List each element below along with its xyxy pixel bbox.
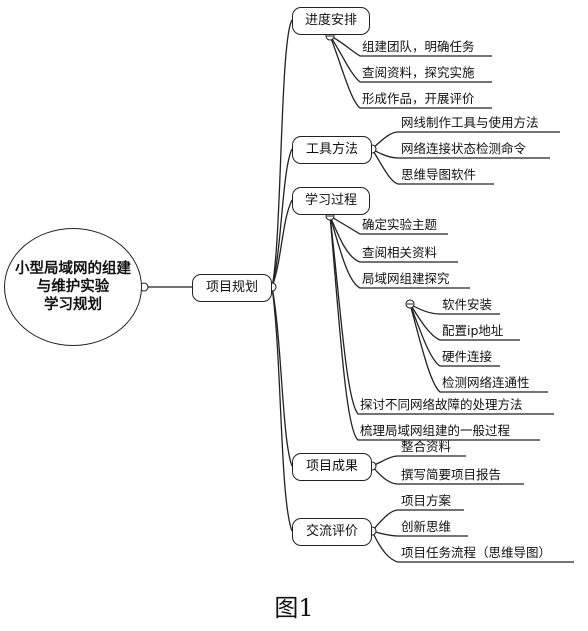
branch-node-progress[interactable]: 进度安排 [292, 7, 370, 35]
root-line: 学习规划 [44, 297, 102, 313]
connector-hub-review [271, 286, 293, 532]
leaf-node[interactable]: 项目任务流程（思维导图） [401, 545, 552, 560]
connector-hub-tools [271, 148, 293, 288]
branch-node-learning[interactable]: 学习过程 [292, 187, 370, 215]
leaf-node[interactable]: 探讨不同网络故障的处理方法 [360, 397, 523, 412]
sub-leaf-node[interactable]: 硬件连接 [442, 349, 493, 364]
root-node[interactable]: 小型局域网的组建 与维护实验 学习规划 [4, 228, 142, 346]
connector-hub-progress [271, 19, 293, 288]
leaf-node[interactable]: 梳理局域网组建的一般过程 [360, 423, 511, 438]
connector-hub-results [271, 286, 293, 467]
leaf-node[interactable]: 查阅资料，探究实施 [362, 65, 475, 80]
branch-node-review[interactable]: 交流评价 [292, 518, 372, 546]
leaf-node[interactable]: 网线制作工具与使用方法 [401, 115, 539, 130]
sub-leaf-node[interactable]: 软件安装 [442, 297, 493, 312]
leaf-node[interactable]: 思维导图软件 [401, 167, 477, 182]
branch-node-tools[interactable]: 工具方法 [292, 136, 372, 164]
branch-node-results[interactable]: 项目成果 [292, 453, 372, 481]
leaf-node[interactable]: 创新思维 [401, 519, 452, 534]
leaf-node[interactable]: 组建团队，明确任务 [362, 39, 475, 54]
root-line: 小型局域网的组建 [15, 261, 131, 277]
leaf-node[interactable]: 查阅相关资料 [362, 245, 438, 260]
sub-leaf-node[interactable]: 配置ip地址 [442, 323, 504, 338]
leaf-node[interactable]: 网络连接状态检测命令 [401, 141, 527, 156]
connector-hub-learning [271, 199, 293, 288]
leaf-node[interactable]: 形成作品，开展评价 [362, 91, 475, 106]
sub-leaf-node[interactable]: 检测网络连通性 [442, 375, 530, 390]
hub-node[interactable]: 项目规划 [192, 274, 272, 302]
leaf-node[interactable]: 整合资料 [401, 439, 452, 454]
leaf-node[interactable]: 确定实验主题 [362, 217, 438, 232]
root-line: 与维护实验 [36, 279, 110, 295]
leaf-node[interactable]: 撰写简要项目报告 [401, 467, 502, 482]
figure-caption: 图1 [274, 594, 314, 622]
leaf-node[interactable]: 项目方案 [401, 493, 452, 508]
leaf-node[interactable]: 局域网组建探究 [362, 271, 450, 286]
